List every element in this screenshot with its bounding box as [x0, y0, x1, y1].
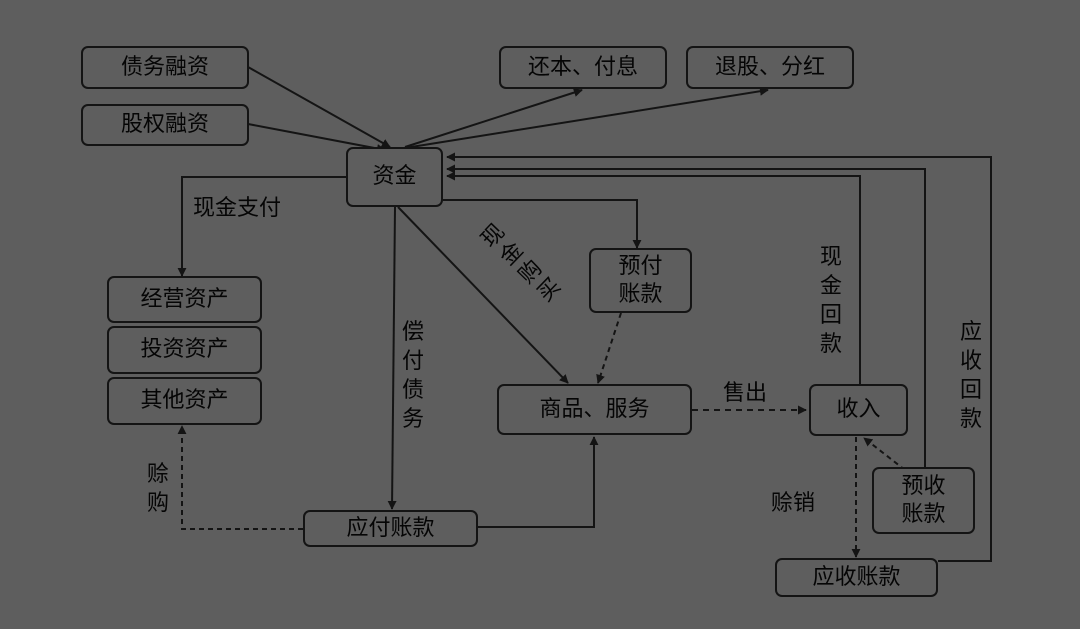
- arrow-payable-to-goods: [478, 436, 599, 528]
- arrow-prepayments-to-goods: [596, 312, 622, 384]
- node-funds: 资金: [346, 147, 443, 207]
- arrow-funds-to-repay: [404, 88, 583, 148]
- node-operating-assets: 经营资产: [107, 276, 262, 323]
- arrow-funds-to-goods: [397, 206, 569, 384]
- node-goods-services: 商品、服务: [497, 384, 692, 435]
- arrow-payable-to-assets: [177, 425, 303, 530]
- arrow-equity-to-funds: [247, 123, 386, 153]
- node-accounts-receivable: 应收账款: [775, 558, 938, 597]
- label-receivable-collection: 应收回款: [959, 320, 982, 432]
- node-revenue: 收入: [809, 384, 908, 436]
- arrow-funds-to-assets: [177, 176, 346, 277]
- label-repay-debt: 偿付债务: [401, 320, 424, 432]
- node-investment-assets: 投资资产: [107, 326, 262, 374]
- node-equity-financing: 股权融资: [81, 104, 249, 146]
- arrow-debt-to-funds: [247, 66, 391, 148]
- node-accounts-payable: 应付账款: [303, 510, 478, 547]
- arrow-funds-to-prepayments: [443, 199, 642, 249]
- arrow-advance-to-funds: [446, 164, 926, 467]
- label-cash-collection: 现金回款: [819, 245, 842, 357]
- node-buyback-dividend: 退股、分红: [686, 46, 854, 89]
- node-other-assets: 其他资产: [107, 377, 262, 425]
- node-debt-financing: 债务融资: [81, 46, 249, 89]
- arrow-revenue-to-funds: [446, 171, 861, 384]
- arrow-advance-to-revenue: [863, 437, 906, 471]
- node-prepayments: 预付 账款: [589, 248, 692, 313]
- label-credit-purchase: 赊购: [146, 462, 169, 516]
- label-sell: 售出: [723, 381, 768, 406]
- node-advance-receipts: 预收 账款: [872, 467, 975, 534]
- arrow-funds-to-payable: [387, 206, 397, 510]
- arrow-funds-to-dividend: [404, 86, 769, 149]
- label-credit-sale: 赊销: [771, 491, 816, 516]
- arrow-receivable-to-funds: [446, 152, 992, 562]
- label-cash-payment: 现金支付: [193, 196, 282, 221]
- node-repay-principal-interest: 还本、付息: [499, 46, 667, 89]
